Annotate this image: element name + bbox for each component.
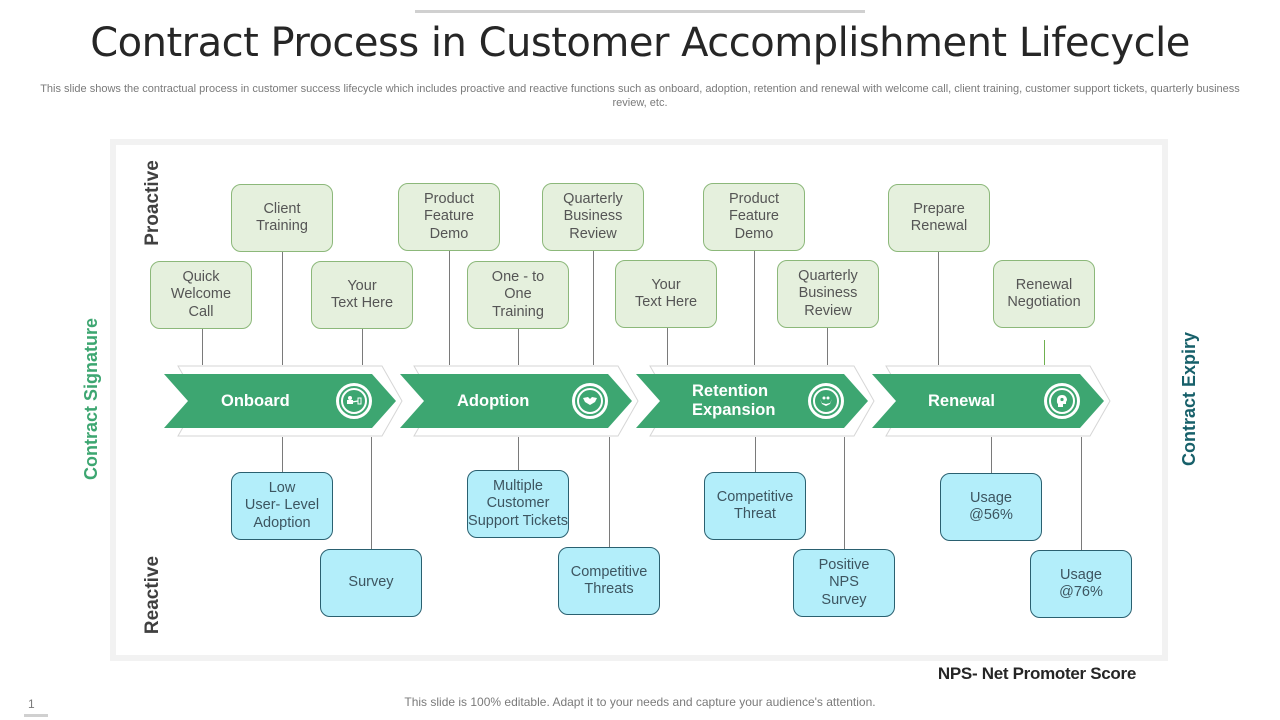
- connector: [844, 437, 845, 549]
- connector: [938, 252, 939, 365]
- stage-label: Adoption: [457, 392, 530, 410]
- connector: [593, 251, 594, 365]
- connector: [518, 329, 519, 365]
- proactive-item: Product Feature Demo: [703, 183, 805, 251]
- reactive-item: Competitive Threats: [558, 547, 660, 615]
- reactive-item: Low User- Level Adoption: [231, 472, 333, 540]
- connector: [282, 437, 283, 472]
- head-gear-icon: [1044, 383, 1080, 419]
- page-number-underline: [24, 714, 48, 717]
- stage-renewal[interactable]: Renewal: [872, 364, 1111, 438]
- slide-title: Contract Process in Customer Accomplishm…: [90, 20, 1190, 66]
- reactive-item: Usage @76%: [1030, 550, 1132, 618]
- stage-label: Renewal: [928, 392, 995, 410]
- proactive-item: Prepare Renewal: [888, 184, 990, 252]
- handshake-icon: [572, 383, 608, 419]
- connector: [449, 251, 450, 365]
- proactive-item: Quarterly Business Review: [542, 183, 644, 251]
- proactive-item: Your Text Here: [311, 261, 413, 329]
- stage-onboard[interactable]: Onboard: [164, 364, 403, 438]
- person-phone-icon: [336, 383, 372, 419]
- proactive-item: Your Text Here: [615, 260, 717, 328]
- reactive-label: Reactive: [142, 555, 163, 635]
- stage-adoption[interactable]: Adoption: [400, 364, 639, 438]
- slide-subtitle: This slide shows the contractual process…: [40, 83, 1240, 109]
- proactive-item: Product Feature Demo: [398, 183, 500, 251]
- top-divider: [415, 10, 865, 13]
- connector: [371, 437, 372, 549]
- proactive-item: Renewal Negotiation: [993, 260, 1095, 328]
- proactive-item: One - to One Training: [467, 261, 569, 329]
- reactive-item: Competitive Threat: [704, 472, 806, 540]
- chevron-shape: [400, 365, 639, 437]
- reactive-item: Survey: [320, 549, 422, 617]
- connector: [755, 437, 756, 472]
- connector: [609, 437, 610, 547]
- proactive-label: Proactive: [142, 160, 163, 246]
- proactive-item: Quarterly Business Review: [777, 260, 879, 328]
- connector: [754, 251, 755, 365]
- footer-text: This slide is 100% editable. Adapt it to…: [404, 695, 876, 709]
- nps-note: NPS- Net Promoter Score: [937, 664, 1136, 683]
- contract-expiry-label: Contract Expiry: [1179, 331, 1199, 467]
- connector: [282, 252, 283, 365]
- connector: [991, 437, 992, 473]
- stage-label: Retention Expansion: [692, 382, 776, 419]
- contract-signature-label: Contract Signature: [81, 317, 101, 481]
- connector: [362, 329, 363, 365]
- stage-label: Onboard: [221, 392, 290, 410]
- hands-people-icon: [808, 383, 844, 419]
- proactive-item: Quick Welcome Call: [150, 261, 252, 329]
- connector: [667, 328, 668, 365]
- connector: [202, 329, 203, 365]
- connector: [1081, 437, 1082, 550]
- proactive-item: Client Training: [231, 184, 333, 252]
- connector: [1044, 340, 1045, 365]
- connector: [518, 437, 519, 470]
- reactive-item: Multiple Customer Support Tickets: [467, 470, 569, 538]
- connector: [827, 328, 828, 365]
- reactive-item: Positive NPS Survey: [793, 549, 895, 617]
- stage-retention-expansion[interactable]: Retention Expansion: [636, 364, 875, 438]
- reactive-item: Usage @56%: [940, 473, 1042, 541]
- page-number: 1: [28, 697, 35, 711]
